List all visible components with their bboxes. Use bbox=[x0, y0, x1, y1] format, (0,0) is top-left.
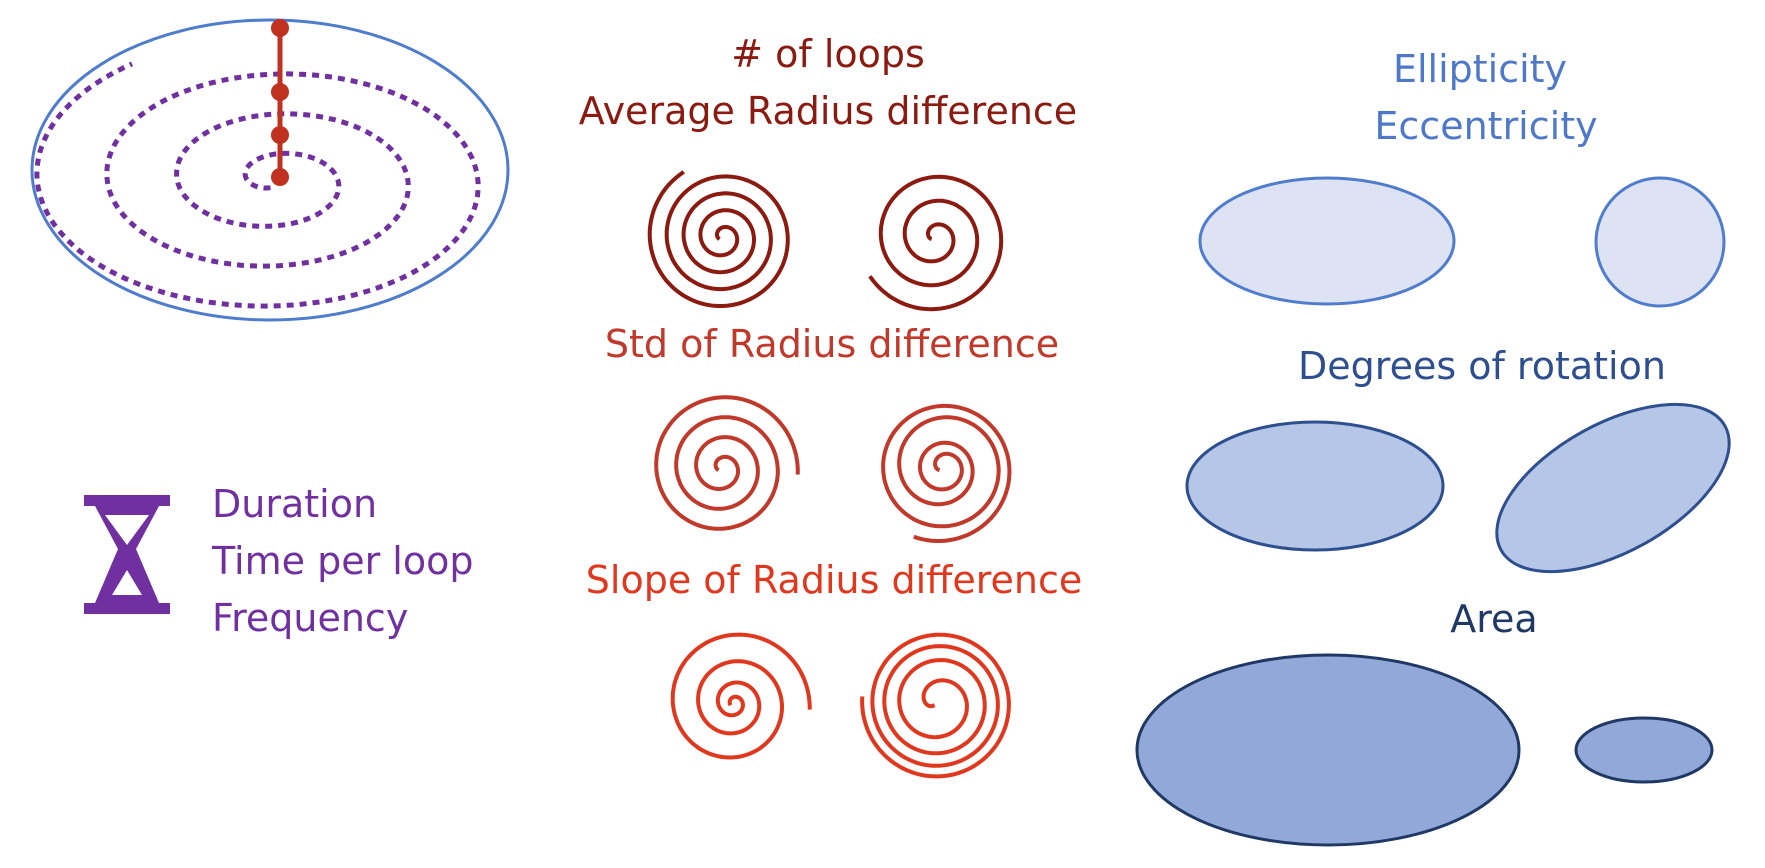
ellipse-unrotated bbox=[1185, 420, 1445, 552]
title-average-radius-difference: Average Radius difference bbox=[578, 89, 1078, 133]
label-frequency: Frequency bbox=[212, 596, 409, 640]
title-number-of-loops: # of loops bbox=[731, 32, 925, 76]
radius-marker bbox=[271, 83, 289, 101]
spiral-few-loops bbox=[868, 174, 1004, 312]
ellipse-elongated bbox=[1198, 176, 1456, 306]
spiral-decreasing-slope bbox=[860, 632, 1011, 779]
fitted-ellipse bbox=[30, 18, 510, 322]
ellipse-large-area bbox=[1135, 653, 1521, 847]
label-duration: Duration bbox=[212, 482, 378, 526]
ellipse-rotated bbox=[1495, 402, 1731, 574]
radius-marker bbox=[271, 126, 289, 144]
title-eccentricity: Eccentricity bbox=[1374, 104, 1598, 148]
spiral-many-loops bbox=[647, 170, 790, 308]
spiral-increasing-slope bbox=[670, 632, 812, 760]
title-degrees-of-rotation: Degrees of rotation bbox=[1298, 344, 1666, 388]
spiral-irregular-std bbox=[881, 403, 1012, 543]
drawing-spiral bbox=[34, 61, 481, 309]
spiral-regular-std bbox=[654, 395, 800, 531]
title-ellipticity: Ellipticity bbox=[1392, 47, 1568, 91]
radius-marker bbox=[271, 168, 289, 186]
hourglass-icon bbox=[84, 495, 170, 614]
ellipse-circular bbox=[1594, 176, 1726, 308]
title-slope-radius-difference: Slope of Radius difference bbox=[585, 558, 1083, 602]
title-std-radius-difference: Std of Radius difference bbox=[604, 322, 1060, 366]
title-area: Area bbox=[1450, 597, 1538, 641]
label-time-per-loop: Time per loop bbox=[212, 539, 474, 583]
ellipse-small-area bbox=[1574, 716, 1714, 784]
radius-marker bbox=[271, 19, 289, 37]
